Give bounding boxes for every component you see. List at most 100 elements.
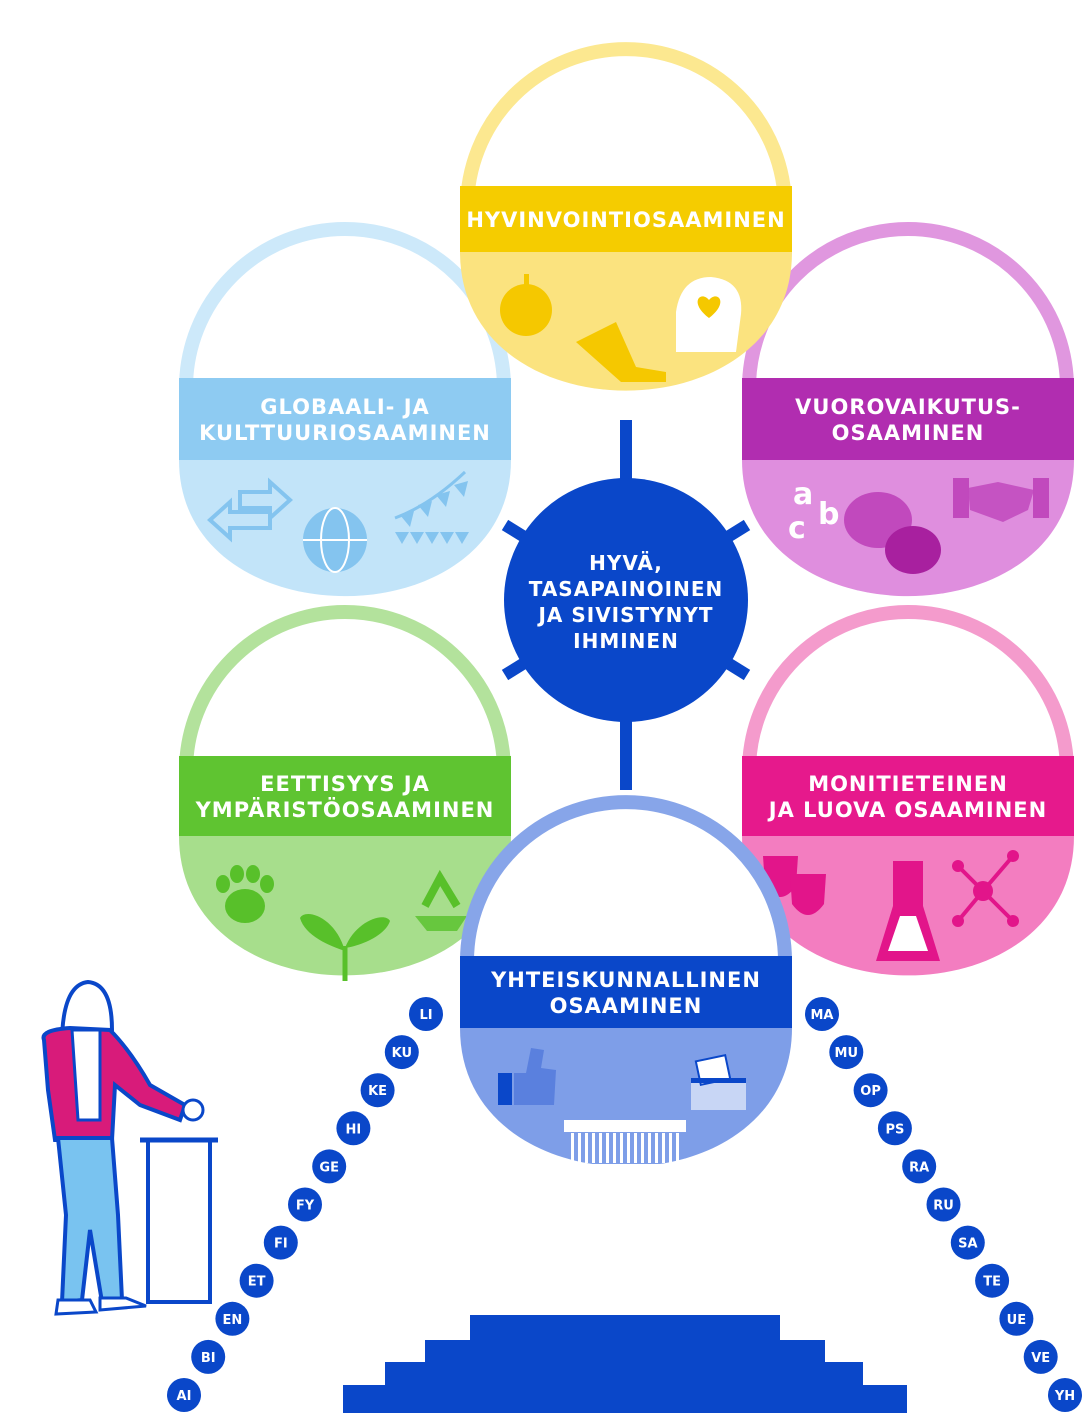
- basket-band: [179, 756, 511, 836]
- svg-text:PS: PS: [885, 1122, 904, 1137]
- svg-text:LI: LI: [419, 1008, 432, 1023]
- basket-title-yhteiskunnallinen: OSAAMINEN: [550, 994, 703, 1018]
- basket-band: [742, 756, 1074, 836]
- recycle-icon: [415, 869, 467, 931]
- svg-text:SA: SA: [958, 1237, 977, 1252]
- basket-title-monitieteinen: MONITIETEINEN: [808, 772, 1008, 796]
- svg-text:MU: MU: [835, 1046, 859, 1061]
- basket-band: [460, 956, 792, 1028]
- svg-text:ET: ET: [248, 1275, 266, 1290]
- flask-icon: [876, 861, 940, 961]
- svg-text:YH: YH: [1054, 1389, 1075, 1404]
- basket-band: [742, 378, 1074, 460]
- svg-text:GE: GE: [319, 1160, 339, 1175]
- basket-band: [460, 186, 792, 252]
- subject-bubble-et: ET: [239, 1263, 274, 1298]
- subject-bubble-ke: KE: [360, 1073, 395, 1108]
- lectern: [146, 1138, 212, 1304]
- icon-group: abc: [788, 477, 1049, 574]
- svg-text:FY: FY: [296, 1199, 315, 1214]
- subject-bubble-hi: HI: [336, 1111, 371, 1146]
- abc-letters-icon: abc: [788, 477, 839, 546]
- subject-bubble-mu: MU: [829, 1035, 864, 1070]
- svg-text:HI: HI: [346, 1122, 362, 1137]
- running-shoe-icon: [576, 322, 666, 382]
- ballot-box-icon: [691, 1053, 746, 1110]
- podium-step: [425, 1340, 825, 1365]
- speech-bubbles-icon: [844, 492, 941, 574]
- svg-text:RU: RU: [933, 1199, 954, 1214]
- paw-icon: [216, 865, 274, 923]
- basket-title-vuorovaikutus: OSAAMINEN: [832, 421, 985, 445]
- podium-step: [385, 1362, 863, 1387]
- subject-bubble-ku: KU: [384, 1035, 419, 1070]
- basket-title-eettisyys: EETTISYYS JA: [260, 772, 430, 796]
- subject-bubble-fy: FY: [288, 1187, 322, 1222]
- svg-text:BI: BI: [201, 1351, 216, 1366]
- subject-bubble-fi: FI: [263, 1225, 298, 1260]
- basket-title-hyvinvointi: HYVINVOINTIOSAAMINEN: [466, 208, 785, 232]
- svg-text:OP: OP: [860, 1084, 881, 1099]
- center-title: HYVÄ,: [589, 551, 663, 575]
- subject-bubble-en: EN: [215, 1301, 250, 1336]
- basket-band: [179, 378, 511, 460]
- subject-bubble-ps: PS: [877, 1111, 912, 1146]
- thumbs-up-icon: [498, 1048, 556, 1105]
- subject-bubble-ra: RA: [902, 1149, 937, 1184]
- basket-title-eettisyys: YMPÄRISTÖOSAAMINEN: [195, 797, 495, 822]
- podium-steps: [343, 1315, 907, 1413]
- svg-text:a: a: [793, 477, 813, 512]
- center-disc: [504, 478, 748, 722]
- subject-bubble-ma: MA: [805, 997, 839, 1031]
- svg-text:UE: UE: [1007, 1313, 1026, 1328]
- icon-group: [500, 274, 742, 382]
- basket-title-vuorovaikutus: VUOROVAIKUTUS-: [795, 395, 1021, 419]
- svg-text:b: b: [818, 497, 839, 532]
- subject-bubble-sa: SA: [950, 1225, 985, 1260]
- subject-bubbles: LIKUKEHIGEFYFIETENBIAIMAMUOPPSRARUSATEUE…: [167, 997, 1082, 1412]
- basket-hyvinvointi: HYVINVOINTIOSAAMINEN: [460, 42, 792, 391]
- exchange-arrows-icon: [207, 477, 293, 543]
- center-title: JA SIVISTYNYT: [536, 603, 713, 627]
- basket-handle: [179, 222, 511, 389]
- person-trousers: [55, 1136, 125, 1305]
- svg-text:MA: MA: [811, 1008, 834, 1023]
- subject-bubble-ue: UE: [999, 1301, 1034, 1336]
- person-jacket: [41, 1025, 188, 1142]
- svg-text:KE: KE: [368, 1084, 387, 1099]
- subject-bubble-ve: VE: [1023, 1339, 1058, 1374]
- svg-text:TE: TE: [983, 1275, 1001, 1290]
- icon-group: [216, 865, 467, 981]
- subject-bubble-te: TE: [975, 1263, 1010, 1298]
- basket-handle: [742, 605, 1074, 772]
- center-title: TASAPAINOINEN: [529, 577, 724, 601]
- subject-bubble-op: OP: [853, 1073, 888, 1108]
- person-at-lectern-illustration: [41, 979, 218, 1316]
- center-title: IHMINEN: [573, 629, 679, 653]
- icon-group: [763, 850, 1019, 961]
- handshake-icon: [953, 478, 1049, 522]
- basket-handle: [179, 605, 511, 772]
- parliament-icon: [564, 1120, 686, 1170]
- svg-text:c: c: [788, 511, 806, 546]
- sprout-icon: [300, 914, 390, 981]
- basket-title-globaali: GLOBAALI- JA: [260, 395, 430, 419]
- subject-bubble-li: LI: [409, 997, 443, 1031]
- subject-bubble-ru: RU: [926, 1187, 961, 1222]
- basket-vuorovaikutus: VUOROVAIKUTUS-OSAAMINEN abc: [742, 222, 1074, 597]
- icon-group: [207, 470, 469, 573]
- head-heart-icon: [676, 277, 742, 352]
- svg-text:FI: FI: [274, 1237, 288, 1252]
- svg-text:RA: RA: [909, 1160, 929, 1175]
- svg-text:KU: KU: [392, 1046, 412, 1061]
- basket-title-yhteiskunnallinen: YHTEISKUNNALLINEN: [490, 968, 761, 992]
- podium-step: [343, 1385, 907, 1413]
- basket-handle: [742, 222, 1074, 389]
- svg-text:EN: EN: [223, 1313, 243, 1328]
